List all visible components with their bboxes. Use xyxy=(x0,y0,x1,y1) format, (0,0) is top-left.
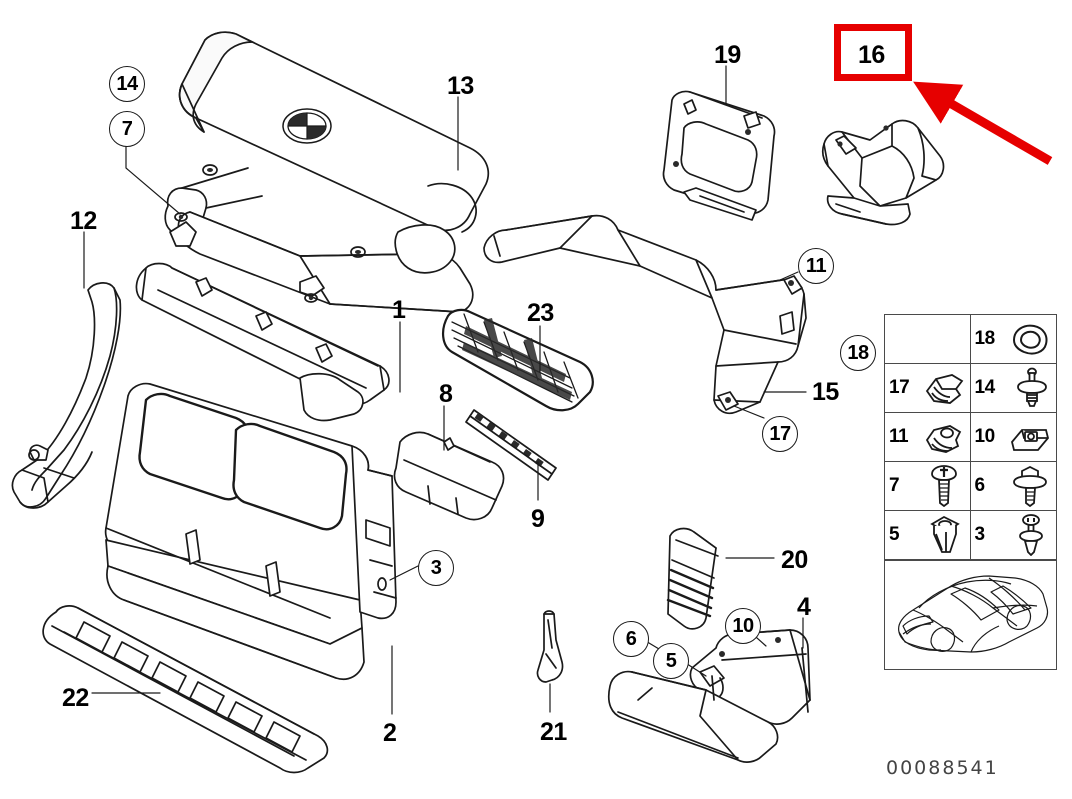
callout-19[interactable]: 19 xyxy=(714,41,741,69)
legend-number: 14 xyxy=(974,377,996,398)
callout-4[interactable]: 4 xyxy=(797,593,811,621)
callout-13[interactable]: 13 xyxy=(447,72,474,100)
callout-3[interactable]: 3 xyxy=(418,550,454,586)
callout-15[interactable]: 15 xyxy=(812,378,839,406)
legend-number: 17 xyxy=(889,377,910,398)
callout-18[interactable]: 18 xyxy=(840,335,876,371)
push-rivet-icon xyxy=(1019,514,1043,556)
part-13-engine-cover xyxy=(164,31,490,313)
legend-number: 7 xyxy=(889,475,900,496)
callout-12[interactable]: 12 xyxy=(70,207,97,235)
callout-10[interactable]: 10 xyxy=(725,608,761,644)
hex-flange-screw-icon xyxy=(1013,465,1047,507)
part-23-grille-mesh xyxy=(442,308,594,412)
legend-cell-empty xyxy=(885,315,971,363)
part-16-right-air-duct xyxy=(821,119,945,226)
part-21-small-bracket xyxy=(536,610,564,683)
callout-6[interactable]: 6 xyxy=(613,621,649,657)
legend-cell-7[interactable]: 7 xyxy=(885,462,971,510)
callout-8[interactable]: 8 xyxy=(439,380,453,408)
legend-cell-6[interactable]: 6 xyxy=(971,462,1057,510)
highlight-label-16: 16 xyxy=(858,41,885,69)
legend-cell-17[interactable]: 17 xyxy=(885,364,971,412)
callout-17[interactable]: 17 xyxy=(762,416,798,452)
legend-number: 11 xyxy=(889,426,909,447)
legend-number: 18 xyxy=(974,328,996,349)
legend-cell-3[interactable]: 3 xyxy=(971,511,1057,559)
legend-number: 6 xyxy=(974,475,986,496)
legend-number: 5 xyxy=(889,524,900,545)
callout-20[interactable]: 20 xyxy=(781,546,808,574)
highlight-box-part-16 xyxy=(834,24,912,81)
fastener-legend-table: 18 17 xyxy=(884,314,1057,670)
legend-cell-14[interactable]: 14 xyxy=(971,364,1057,412)
legend-cell-5[interactable]: 5 xyxy=(885,511,971,559)
callout-21[interactable]: 21 xyxy=(540,718,567,746)
legend-row: 18 xyxy=(885,315,1056,364)
callout-7[interactable]: 7 xyxy=(109,111,145,147)
legend-cell-10[interactable]: 10 xyxy=(971,413,1057,461)
spring-clip-icon xyxy=(925,374,963,404)
part-4-lower-right-duct xyxy=(607,629,811,763)
callout-23[interactable]: 23 xyxy=(527,299,554,327)
legend-row: 5 3 xyxy=(885,511,1056,560)
callout-5[interactable]: 5 xyxy=(653,643,689,679)
part-8-cover-cap xyxy=(393,431,505,521)
part-22-lower-deflector xyxy=(42,605,329,774)
callout-1[interactable]: 1 xyxy=(392,296,406,324)
legend-row: 17 14 xyxy=(885,364,1056,413)
callout-11[interactable]: 11 xyxy=(798,248,834,284)
part-1-2-radiator-shroud xyxy=(104,262,397,681)
metal-clip-icon xyxy=(925,425,961,453)
square-plug-icon xyxy=(929,515,960,553)
part-15-right-air-guide xyxy=(483,214,807,415)
legend-cell-11[interactable]: 11 xyxy=(885,413,971,461)
diagram-code: 00088541 xyxy=(886,757,999,779)
legend-row: 11 10 xyxy=(885,413,1056,462)
expanding-rivet-icon xyxy=(1017,367,1047,407)
legend-cell-18[interactable]: 18 xyxy=(971,315,1057,363)
legend-cell-vehicle xyxy=(885,560,1056,669)
cage-nut-icon xyxy=(1011,429,1049,451)
part-20-flexible-hose xyxy=(666,527,719,630)
bmw-roundel-icon xyxy=(282,108,332,144)
legend-row: 7 6 xyxy=(885,462,1056,511)
part-12-left-air-duct xyxy=(11,282,122,509)
callout-2[interactable]: 2 xyxy=(383,719,397,747)
callout-14[interactable]: 14 xyxy=(109,66,145,102)
part-19-bracket-panel xyxy=(662,90,776,221)
legend-number: 3 xyxy=(974,524,986,545)
callout-9[interactable]: 9 xyxy=(531,505,545,533)
legend-number: 10 xyxy=(974,426,996,447)
grommet-oval-icon xyxy=(1012,324,1048,355)
car-outline-icon xyxy=(898,575,1049,653)
phillips-screw-icon xyxy=(930,465,957,507)
callout-22[interactable]: 22 xyxy=(62,684,89,712)
